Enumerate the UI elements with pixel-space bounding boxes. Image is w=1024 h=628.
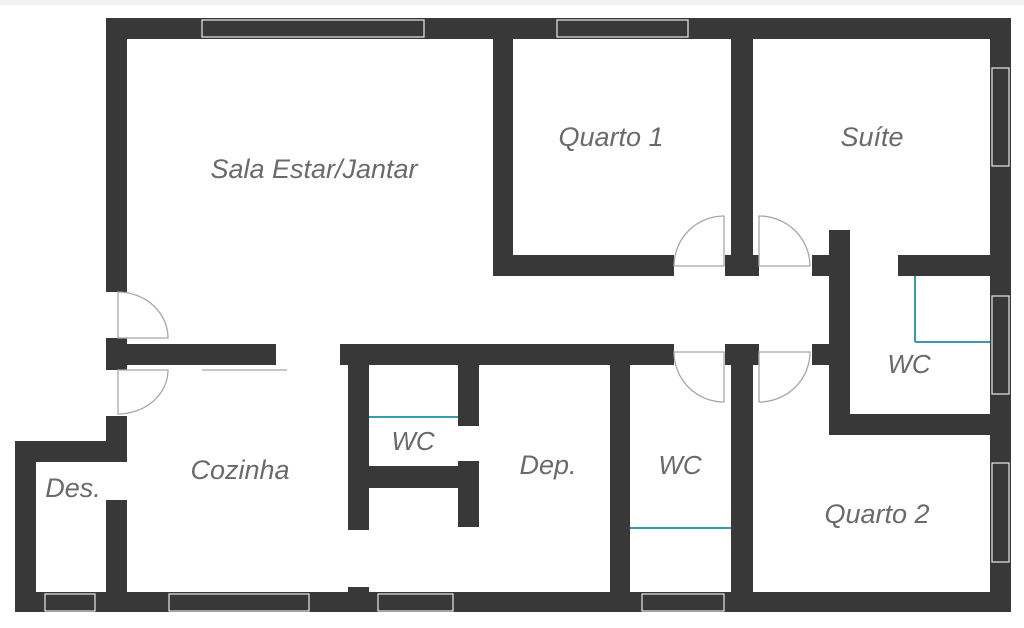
top-strip bbox=[0, 0, 1024, 5]
room-label-quarto2: Quarto 2 bbox=[824, 499, 929, 529]
room-label-wc-service: WC bbox=[391, 426, 435, 456]
door-suite[interactable] bbox=[758, 215, 811, 267]
door-entry-kitchen[interactable] bbox=[117, 369, 169, 415]
room-label-deposito: Dep. bbox=[519, 450, 576, 480]
room-labels: Sala Estar/Jantar Quarto 1 Suíte WC WC C… bbox=[45, 122, 931, 529]
room-label-sala: Sala Estar/Jantar bbox=[210, 154, 418, 184]
window bbox=[991, 67, 1010, 167]
door-wc-social[interactable] bbox=[673, 351, 725, 403]
room-label-wc-social: WC bbox=[658, 450, 702, 480]
window bbox=[377, 593, 454, 612]
window bbox=[556, 19, 689, 38]
window bbox=[201, 19, 425, 38]
window bbox=[641, 593, 725, 612]
room-label-wc-suite: WC bbox=[887, 349, 931, 379]
window bbox=[991, 295, 1010, 395]
door-entry-sala[interactable] bbox=[117, 291, 169, 339]
partitions bbox=[369, 276, 990, 529]
window bbox=[44, 593, 96, 612]
room-label-despensa: Des. bbox=[45, 473, 101, 503]
door-quarto2[interactable] bbox=[758, 351, 811, 403]
room-label-cozinha: Cozinha bbox=[190, 455, 289, 485]
doors bbox=[117, 215, 811, 415]
room-label-suite: Suíte bbox=[840, 122, 903, 152]
room-label-quarto1: Quarto 1 bbox=[558, 122, 663, 152]
door-quarto1[interactable] bbox=[673, 215, 725, 267]
window bbox=[991, 462, 1010, 563]
window bbox=[168, 593, 310, 612]
windows bbox=[44, 19, 1010, 612]
